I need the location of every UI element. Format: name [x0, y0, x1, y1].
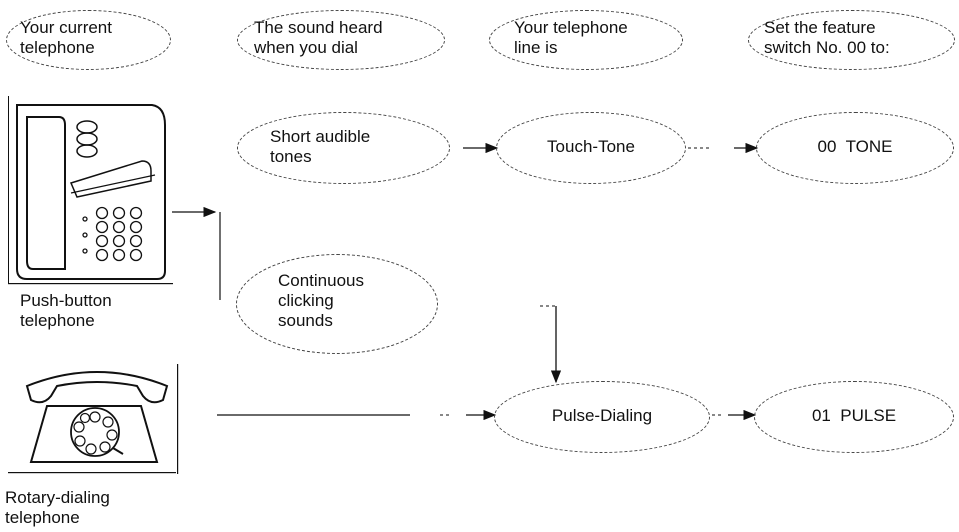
header-sound-heard: The sound heard when you dial [254, 18, 383, 57]
rotary-phone-icon [8, 364, 179, 474]
touch-tone-oval [496, 112, 686, 184]
push-button-phone-icon [8, 96, 173, 285]
pulse-setting-label: 01 PULSE [811, 406, 897, 425]
push-button-phone-label: Push-button telephone [20, 291, 112, 330]
tone-setting-label: 00 TONE [817, 137, 893, 156]
header-line-is-oval [489, 10, 683, 70]
clicking-sounds-label: Continuous clicking sounds [278, 271, 365, 330]
pulse-setting-oval [754, 381, 954, 453]
short-tones-oval [237, 112, 450, 184]
tone-setting-oval [756, 112, 954, 184]
header-sound-heard-oval [237, 10, 445, 70]
header-current-telephone: Your current telephone [20, 18, 112, 57]
header-line-is: Your telephone line is [514, 18, 628, 57]
rotary-phone-label: Rotary-dialing telephone [5, 488, 110, 527]
pulse-dialing-oval [494, 381, 710, 453]
pulse-dialing-label: Pulse-Dialing [551, 406, 653, 425]
touch-tone-label: Touch-Tone [547, 137, 635, 156]
header-current-telephone-oval [6, 10, 171, 70]
header-set-switch-oval [748, 10, 955, 70]
header-set-switch: Set the feature switch No. 00 to: [764, 18, 890, 57]
clicking-sounds-oval [236, 254, 438, 354]
short-tones-label: Short audible tones [270, 127, 371, 166]
